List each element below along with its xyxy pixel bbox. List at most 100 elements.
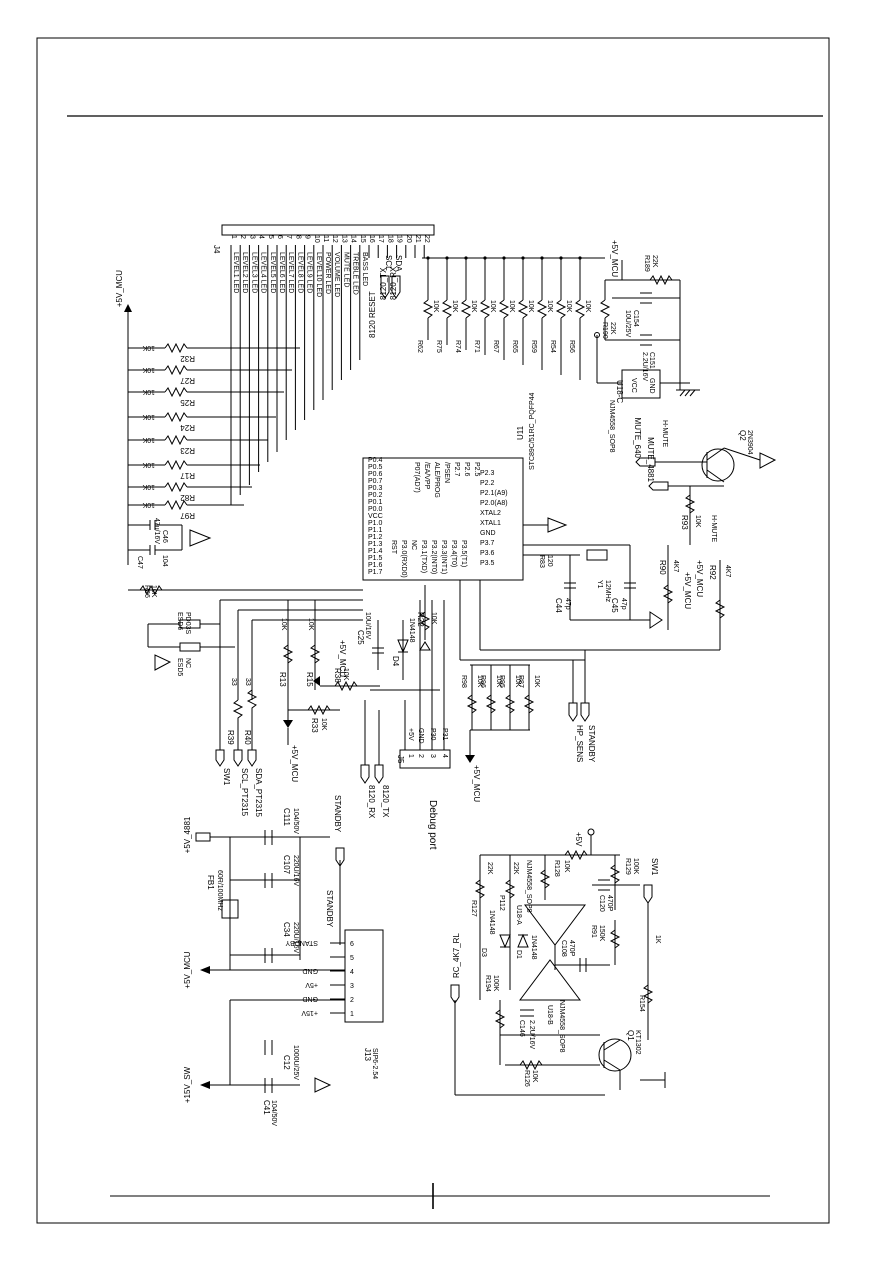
mcu-pin-label: P3.5(T1) (460, 540, 467, 567)
j4-signal-label: BASS LED (361, 252, 368, 286)
resistor-ref: R56 (568, 340, 575, 353)
svg-text:22K: 22K (651, 255, 658, 268)
mcu-pin-label: P2.5 (473, 462, 480, 477)
resistor-ref: R23 (180, 446, 195, 455)
svg-text:P30: P30 (429, 728, 436, 741)
mcu-pin-label: VCC (368, 513, 383, 520)
j4-pin-number: 12 (331, 235, 338, 243)
net-mute-4881: MUTE_4881 (646, 437, 655, 482)
mcu-pin-label: P2.1(A9) (480, 490, 508, 497)
resistor-zigzag (523, 694, 535, 714)
svg-text:10U/25V: 10U/25V (624, 310, 631, 338)
svg-text:C146: C146 (518, 1020, 525, 1037)
svg-text:R86: R86 (143, 585, 150, 598)
mute-bias-resistors: R90 4K7 +5V_MCU R92 4K7 (479, 545, 731, 651)
mcu-pin-label: P1.3 (368, 541, 383, 548)
svg-text:NJM4558_SOP8: NJM4558_SOP8 (608, 400, 615, 453)
resistor-value: 10K (142, 413, 155, 420)
svg-text:47p: 47p (564, 598, 571, 610)
resistor-zigzag (164, 434, 188, 446)
svg-text:22K: 22K (512, 862, 519, 875)
resistor-value: 10K (508, 300, 515, 313)
svg-text:NJM4558_SOP8: NJM4558_SOP8 (525, 860, 532, 913)
resistor-ref: R65 (511, 340, 518, 353)
mcu-pin-label: P3.1(TXD) (420, 540, 427, 573)
resistor-ref: R74 (454, 340, 461, 353)
svg-text:C25: C25 (356, 630, 365, 645)
mcu-pin-label: P2.7 (453, 462, 460, 477)
j13-pin-signal: +15V (301, 1009, 318, 1016)
svg-text:104/50V: 104/50V (292, 808, 299, 834)
resistor-zigzag (164, 499, 188, 511)
mcu-pin-label: P0.0 (368, 506, 383, 513)
mcu-ref: U11 (516, 425, 525, 440)
svg-text:D3: D3 (480, 948, 487, 957)
svg-text:+5V_MCU: +5V_MCU (338, 640, 347, 677)
resistor-ref: R71 (473, 340, 480, 353)
svg-text:R15: R15 (305, 672, 314, 687)
mcu-pin-label: P3.4(T0) (450, 540, 457, 567)
svg-text:1000U/25V: 1000U/25V (292, 1045, 299, 1080)
svg-text:H-MUTE: H-MUTE (661, 420, 668, 448)
svg-text:C45: C45 (610, 598, 619, 613)
debug-port-label: Debug port (427, 800, 438, 850)
svg-text:C34: C34 (282, 922, 291, 937)
svg-text:2: 2 (417, 754, 424, 758)
mcu-pin-label: P1.0 (368, 520, 383, 527)
svg-text:R13: R13 (278, 672, 287, 687)
svg-text:C44: C44 (554, 598, 563, 613)
resistor-zigzag (498, 299, 510, 319)
svg-text:470P: 470P (568, 940, 575, 957)
svg-text:+15V_SW: +15V_SW (183, 1066, 192, 1103)
mcu-pin-label: P0.7 (368, 478, 383, 485)
svg-text:10K: 10K (307, 618, 314, 631)
svg-text:+5V: +5V (574, 832, 583, 847)
mcu-pin-label: P3.7 (480, 540, 495, 547)
svg-text:150K: 150K (598, 925, 605, 942)
svg-text:220U/16V: 220U/16V (292, 922, 299, 953)
j4-signal-label: TREBLE LED (352, 252, 359, 295)
resistor-zigzag (164, 481, 188, 493)
svg-text:+5V_MCU: +5V_MCU (610, 240, 619, 277)
svg-text:100K: 100K (632, 858, 639, 875)
mcu-pin-label: GND (480, 530, 496, 537)
mcu-pin-label: XTAL1 (480, 520, 501, 527)
svg-text:10U/16V: 10U/16V (364, 612, 371, 640)
j4-pin-number: 1 (230, 235, 237, 239)
pullup-resistor-array: R6210KR7510KR7410KR7110KR6710KR6510KR591… (416, 256, 591, 380)
mcu-pin-label: P2.3 (480, 470, 495, 477)
svg-text:47p: 47p (620, 598, 627, 610)
ir-section: +5V R127 22K P112 22K R128 10K R129 100K… (450, 828, 666, 1096)
resistor-zigzag (504, 694, 516, 714)
port-hp-sens: HP_SENS (575, 725, 584, 762)
mcu-pin-label: P2.2 (480, 480, 495, 487)
svg-text:33: 33 (244, 678, 251, 686)
svg-text:+5V_MCU: +5V_MCU (695, 560, 704, 597)
resistor-ref: R87 (517, 675, 524, 688)
net-5v-mcu-top: +5V_MCU (115, 270, 132, 520)
j4-signal-label: POWER LED (324, 252, 331, 294)
svg-text:10K: 10K (280, 618, 287, 631)
j4-signal-label: VOLUME LED (333, 252, 340, 297)
mcu-pin-label: /EA/VPP (423, 462, 430, 490)
svg-text:R33: R33 (310, 718, 319, 733)
svg-text:R38: R38 (333, 668, 342, 683)
j4-pin-number: 15 (359, 235, 366, 243)
svg-text:10K: 10K (563, 860, 570, 873)
esd-block: ESD6 PD03S ESD5 NC (147, 612, 235, 676)
resistor-value: 10K (470, 300, 477, 313)
svg-text:Q1: Q1 (626, 1030, 635, 1041)
resistor-zigzag (164, 342, 188, 354)
left-port-lines: 33 33 R39 R40 SW1 SCL_PT2315 SDA_PT2315 (215, 599, 363, 817)
resistor-zigzag (441, 299, 453, 319)
j4-signal-label: LEVEL1 LED (232, 252, 239, 293)
resistor-ref: R24 (180, 423, 195, 432)
resistor-zigzag (460, 299, 472, 319)
port-scl: SCL_PT2315 (240, 768, 249, 817)
resistor-ref: R59 (530, 340, 537, 353)
j4-signal-label: LEVEL7 LED (287, 252, 294, 293)
j13-pin-number: 2 (350, 997, 354, 1004)
svg-text:+5V_MCU: +5V_MCU (183, 951, 192, 988)
resistor-ref: R82 (180, 493, 195, 502)
j4-pin-number: 16 (368, 235, 375, 243)
